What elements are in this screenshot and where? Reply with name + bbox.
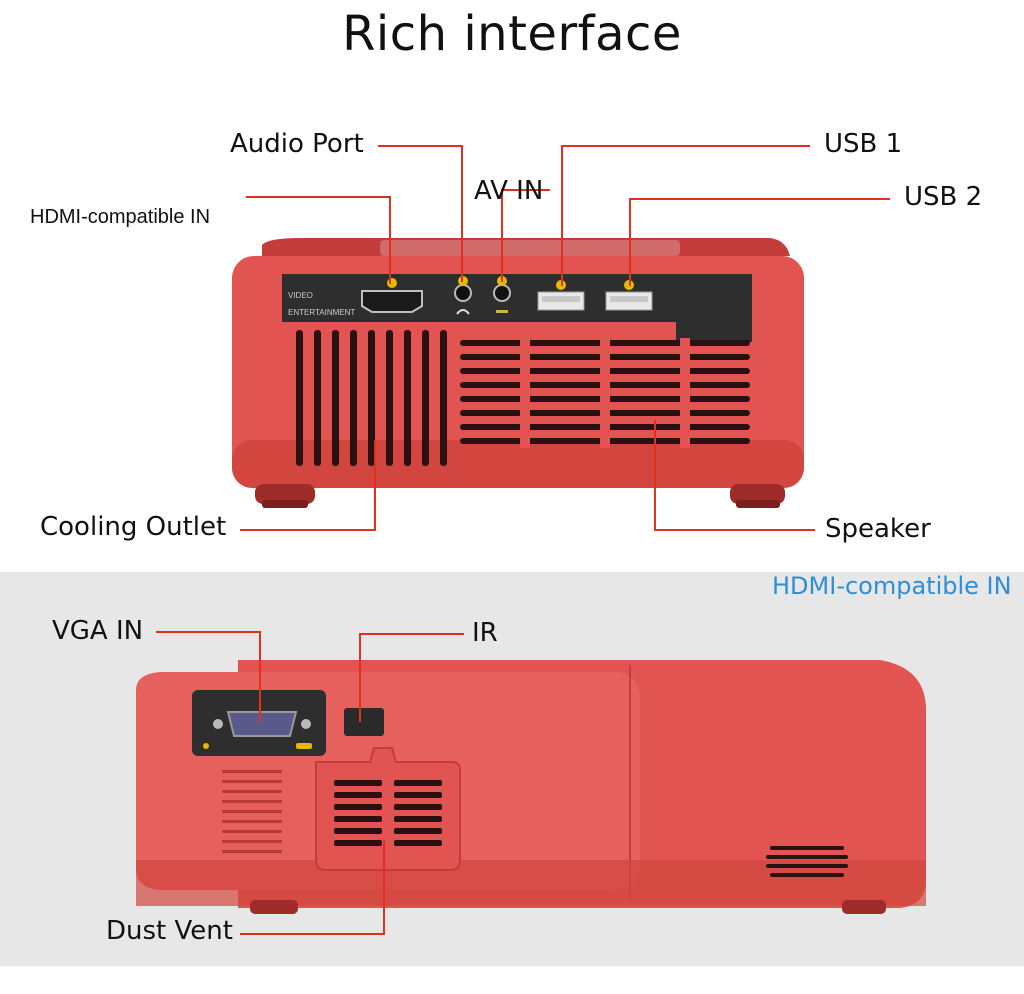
speaker-grille-gaps xyxy=(520,338,690,448)
label-usb-1: USB 1 xyxy=(824,129,903,159)
page-title: Rich interface xyxy=(342,6,682,62)
label-av-in: AV IN xyxy=(474,176,544,206)
label-audio-port: Audio Port xyxy=(230,129,364,159)
cooling-outlet-slots xyxy=(296,330,447,466)
label-vga-in: VGA IN xyxy=(52,616,144,646)
label-ir: IR xyxy=(472,618,498,648)
side-projector-body xyxy=(136,660,926,914)
label-usb-2: USB 2 xyxy=(904,182,983,212)
label-dust-vent: Dust Vent xyxy=(106,916,233,946)
panel-text-entertainment: ENTERTAINMENT xyxy=(288,308,355,317)
side-callout-lines xyxy=(156,631,464,935)
label-hdmi-in: HDMI-compatible IN xyxy=(30,206,211,228)
label-speaker: Speaker xyxy=(825,514,931,544)
panel-text-video: VIDEO xyxy=(288,291,313,300)
label-cooling-outlet: Cooling Outlet xyxy=(40,512,227,542)
rear-callout-lines xyxy=(240,145,890,531)
label-hdmi-in-blue: HDMI-compatible IN xyxy=(772,572,1012,600)
